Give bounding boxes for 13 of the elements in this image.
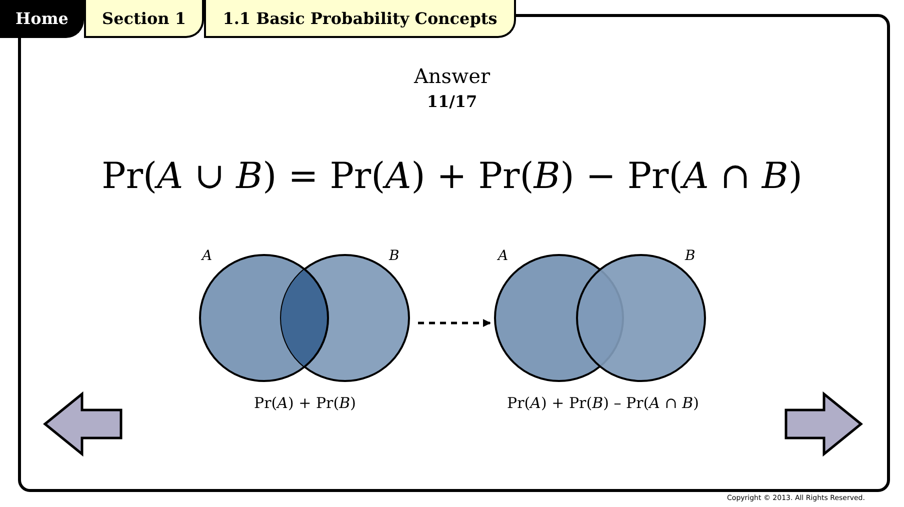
- home-tab: Home: [0, 0, 84, 38]
- set-label: B: [389, 248, 400, 264]
- set-label: A: [202, 248, 212, 264]
- question-number: 11/17: [426, 92, 478, 111]
- formula-caption: Pr(A) + Pr(B): [254, 394, 356, 412]
- set-label: B: [685, 248, 696, 264]
- heading: Answer: [414, 64, 490, 88]
- arrow: [418, 319, 491, 327]
- section-tab: Section 1: [84, 0, 204, 38]
- formula-caption: Pr(A) + Pr(B) – Pr(A ∩ B): [507, 394, 699, 412]
- formula: Pr(A ∪ B) = Pr(A) + Pr(B) − Pr(A ∩ B): [102, 156, 802, 197]
- set-label: A: [498, 248, 508, 264]
- section-tab: 1.1 Basic Probability Concepts: [204, 0, 516, 38]
